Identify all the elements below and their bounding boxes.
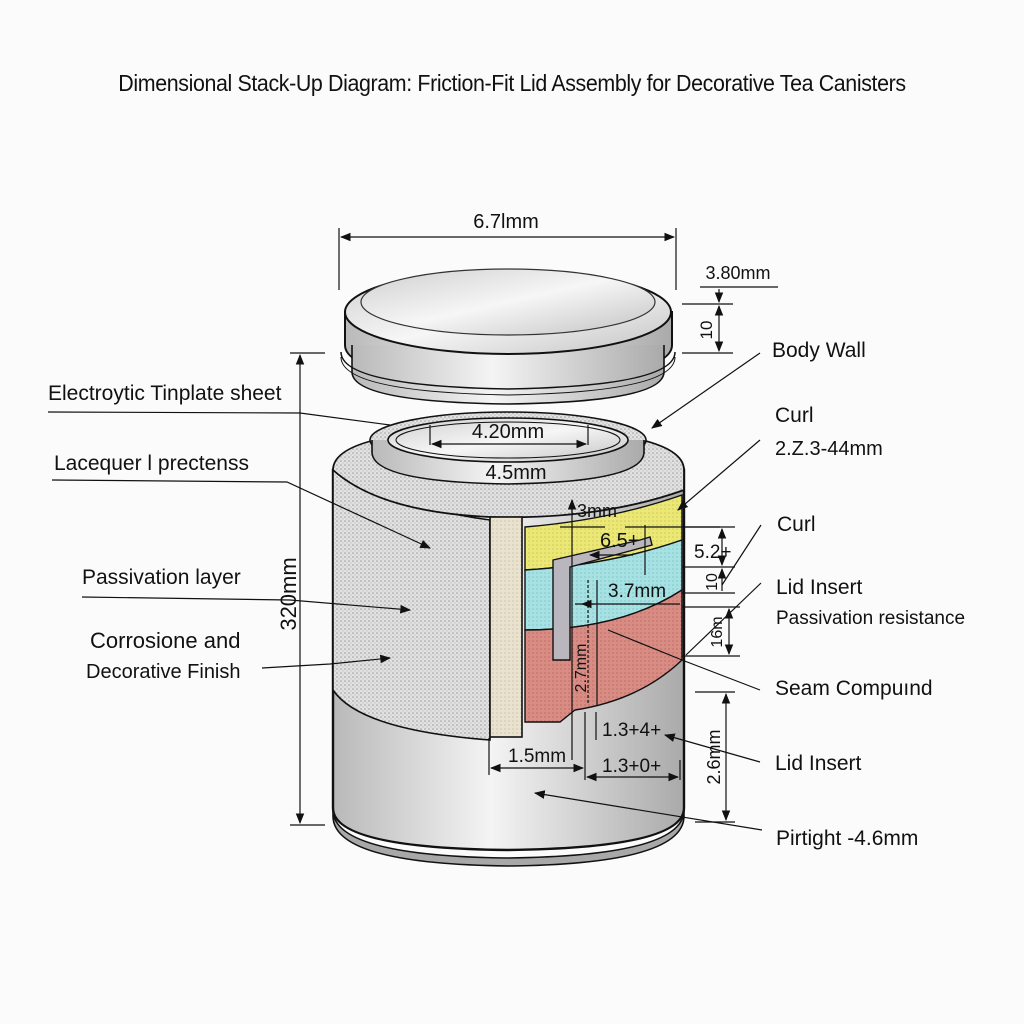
dim-inner-diameter: 4.20mm (472, 421, 544, 443)
lid-top-recess (360, 268, 656, 336)
dim-base-left: 1.5mm (508, 746, 566, 767)
dim-stack-a: 5.2+ (694, 542, 732, 563)
dim-stack-c: 16m (709, 616, 726, 647)
callout-lid-insert-2: Lid Insert (775, 752, 862, 775)
callout-seam-compound: Seam Compuınd (775, 677, 933, 700)
callout-pirtight: Pirtight -4.6mm (776, 827, 918, 850)
lid (340, 268, 676, 405)
dimension-lines (290, 228, 778, 826)
base-bead (332, 809, 685, 867)
diagram-title: Dimensional Stack-Up Diagram: Friction-F… (118, 70, 906, 96)
callout-curl-dimension: 2.Z.3-44mm (775, 438, 883, 460)
callout-curl: Curl (775, 404, 814, 427)
dim-rim-diameter: 4.5mm (485, 462, 546, 484)
dim-base-height: 2.6mm (704, 729, 724, 784)
callout-tinplate-sheet: Electroytic Tinplate sheet (48, 382, 282, 405)
canister-body (331, 411, 686, 867)
dim-lid-height: 10 (697, 321, 716, 340)
dim-lid-top: 3.80mm (705, 263, 770, 283)
callout-curl-2: Curl (777, 513, 816, 536)
callout-lid-insert: Lid Insert (776, 576, 863, 599)
dim-base-right: 1.3+0+ (602, 756, 661, 777)
callout-lacquer: Lacequer l prectenss (54, 452, 249, 475)
dim-stack-b: 10 (704, 573, 721, 591)
wall-layer (489, 516, 523, 738)
lid-lower-band (351, 345, 665, 405)
callout-corrosion: Corrosione and (90, 628, 240, 653)
dim-wall-depth: 2.7mm (573, 644, 590, 693)
dim-curl-offset: 6.5+ (600, 530, 639, 552)
dim-overall-height: 320mm (276, 557, 301, 630)
callout-passivation-resistance: Passivation resistance (776, 608, 965, 629)
callout-body-wall: Body Wall (772, 339, 866, 362)
dim-insert-depth: 3.7mm (608, 581, 666, 602)
callout-passivation-layer: Passivation layer (82, 566, 241, 589)
callout-decorative-finish: Decorative Finish (86, 661, 241, 683)
dim-curl-gap: 3mm (577, 501, 617, 521)
dim-overall-width: 6.7lmm (473, 211, 539, 233)
leader-lines (47, 352, 763, 831)
dim-seam-gap: 1.3+4+ (602, 720, 661, 741)
lid-insert-profile (552, 536, 653, 661)
